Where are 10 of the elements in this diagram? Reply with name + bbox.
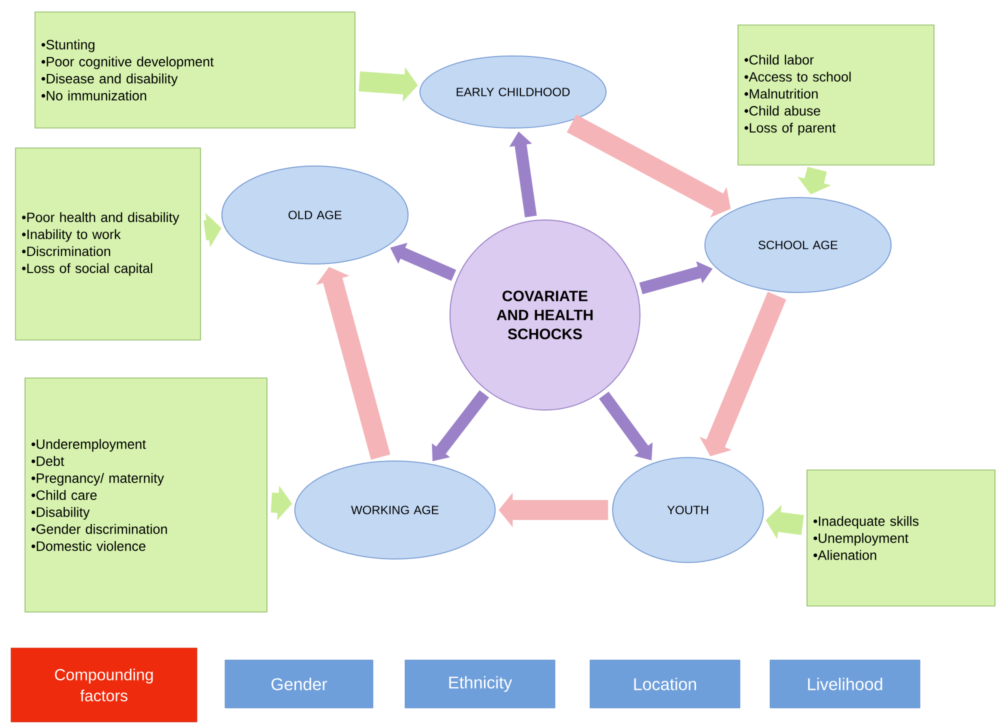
factor-tab: Livelihood xyxy=(770,660,920,708)
factor-list-box: •Child labor •Access to school •Malnutrition •Child abuse •Loss of parent xyxy=(738,24,934,166)
factor-tab: Gender xyxy=(224,660,374,708)
factor-list-box: •Stunting •Poor cognitive development •Disease and disability •No immunization xyxy=(34,12,356,128)
factor-tab: Location xyxy=(590,660,740,708)
factor-tab: Ethnicity xyxy=(404,660,556,708)
heading-box: Compounding factors xyxy=(10,648,198,722)
factor-list-box: •Underemployment •Debt •Pregnancy/ maternity •Child care •Disability •Gender discrimination •Domestic violence xyxy=(24,378,268,612)
factor-list-box: •Poor health and disability •Inability to work •Discrimination •Loss of social capital xyxy=(15,148,201,340)
factor-list-box: •Inadequate skills •Unemployment •Alienation xyxy=(806,470,996,606)
